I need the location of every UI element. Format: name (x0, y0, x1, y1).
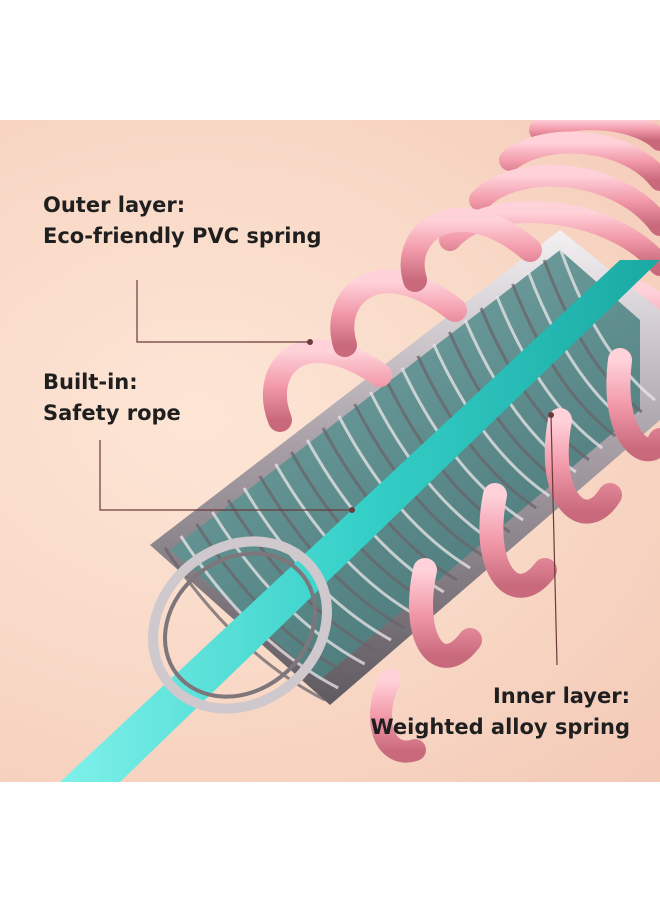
alloy-spring-ridge (558, 247, 656, 402)
outer-layer-label: Outer layer: Eco-friendly PVC spring (43, 190, 322, 252)
leader-line-inner (550, 414, 558, 666)
pvc-spring-front-coils (263, 208, 660, 763)
built-in-title: Built-in: (43, 370, 138, 394)
leader-dot-builtin (349, 507, 355, 513)
outer-layer-description: Eco-friendly PVC spring (43, 224, 322, 248)
jump-rope-cutaway-illustration (60, 120, 660, 782)
alloy-spring-ridge (495, 295, 604, 450)
alloy-spring-ridge (511, 283, 617, 438)
alloy-spring-front-rim (148, 536, 332, 714)
safety-rope (60, 260, 660, 782)
alloy-spring-ridge (432, 343, 551, 498)
outer-layer-title: Outer layer: (43, 193, 186, 217)
inner-layer-description: Weighted alloy spring (370, 715, 630, 739)
diagram-panel (0, 120, 660, 782)
leader-line-outer (136, 280, 310, 343)
alloy-spring-ridge (416, 355, 538, 510)
inner-layer-title: Inner layer: (492, 684, 630, 708)
built-in-label: Built-in: Safety rope (43, 367, 181, 429)
leader-dot-inner (548, 412, 554, 418)
alloy-spring-ridge (479, 307, 590, 462)
built-in-description: Safety rope (43, 401, 181, 425)
leader-dot-outer (307, 339, 313, 345)
leader-lines (99, 280, 558, 666)
leader-line-builtin (99, 440, 352, 511)
alloy-spring-ridge (400, 367, 524, 522)
inner-layer-label: Inner layer: Weighted alloy spring (370, 681, 630, 743)
